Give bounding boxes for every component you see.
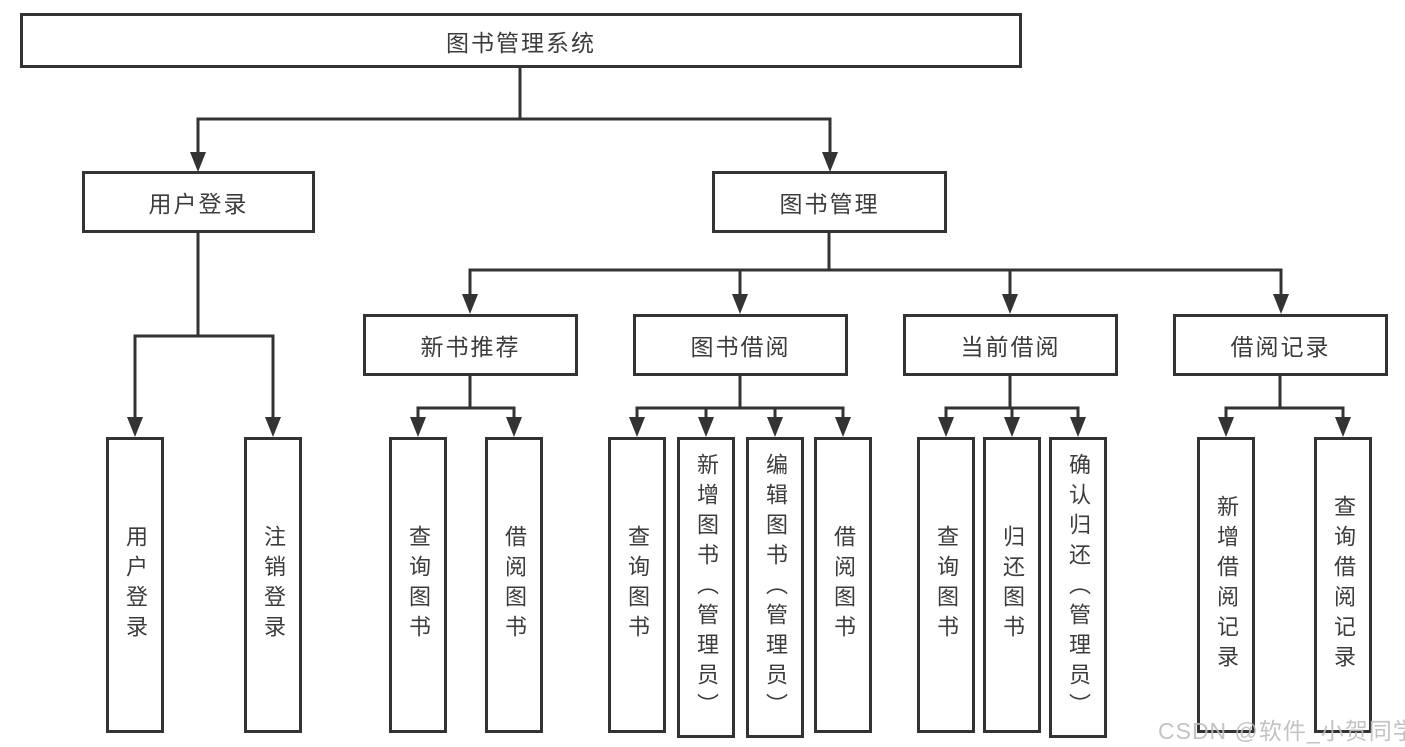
node-label: 图书管理 <box>779 191 880 217</box>
node-current-borrow: 当前借阅 <box>903 314 1118 376</box>
node-borrow-records: 借阅记录 <box>1173 314 1388 376</box>
node-label: 借阅图书 <box>502 525 527 645</box>
node-label: 归还图书 <box>1000 525 1025 645</box>
node-user-login: 用户登录 <box>82 171 315 233</box>
node-label: 借阅记录 <box>1230 334 1331 360</box>
node-label: 新增图书（管理员） <box>694 452 719 723</box>
node-leaf-rec-query-book: 查询图书 <box>389 437 447 733</box>
node-label: 新书推荐 <box>420 334 521 360</box>
node-leaf-user-login: 用户登录 <box>106 437 164 733</box>
node-label: 查询图书 <box>934 525 959 645</box>
node-label: 确认归还（管理员） <box>1066 452 1091 723</box>
node-new-book-recommend: 新书推荐 <box>363 314 578 376</box>
node-label: 用户登录 <box>123 525 148 645</box>
node-leaf-borrow-query-book: 查询图书 <box>608 437 666 733</box>
node-book-management: 图书管理 <box>712 171 947 233</box>
node-leaf-rec-borrow-book: 借阅图书 <box>485 437 543 733</box>
node-leaf-edit-book-admin: 编辑图书（管理员） <box>746 437 804 738</box>
node-label: 用户登录 <box>148 191 249 217</box>
node-leaf-query-borrow-record: 查询借阅记录 <box>1314 437 1372 733</box>
node-label: 查询图书 <box>625 525 650 645</box>
node-label: 注销登录 <box>261 525 286 645</box>
node-label: 查询借阅记录 <box>1331 495 1356 675</box>
node-label: 当前借阅 <box>960 334 1061 360</box>
node-leaf-logout: 注销登录 <box>244 437 302 733</box>
node-leaf-add-borrow-record: 新增借阅记录 <box>1197 437 1255 733</box>
node-leaf-current-query-book: 查询图书 <box>917 437 975 733</box>
node-leaf-confirm-return-admin: 确认归还（管理员） <box>1049 437 1107 738</box>
node-library-system: 图书管理系统 <box>20 13 1022 68</box>
node-label: 借阅图书 <box>831 525 856 645</box>
node-label: 新增借阅记录 <box>1214 495 1239 675</box>
node-book-borrow: 图书借阅 <box>633 314 848 376</box>
node-label: 编辑图书（管理员） <box>763 452 788 723</box>
node-leaf-return-book: 归还图书 <box>983 437 1041 733</box>
node-label: 图书借阅 <box>690 334 791 360</box>
node-label: 查询图书 <box>406 525 431 645</box>
node-leaf-add-book-admin: 新增图书（管理员） <box>677 437 735 738</box>
csdn-watermark: CSDN @软件_小贺同学 <box>1158 718 1405 744</box>
node-label: 图书管理系统 <box>446 29 596 56</box>
node-leaf-borrow-book: 借阅图书 <box>814 437 872 733</box>
